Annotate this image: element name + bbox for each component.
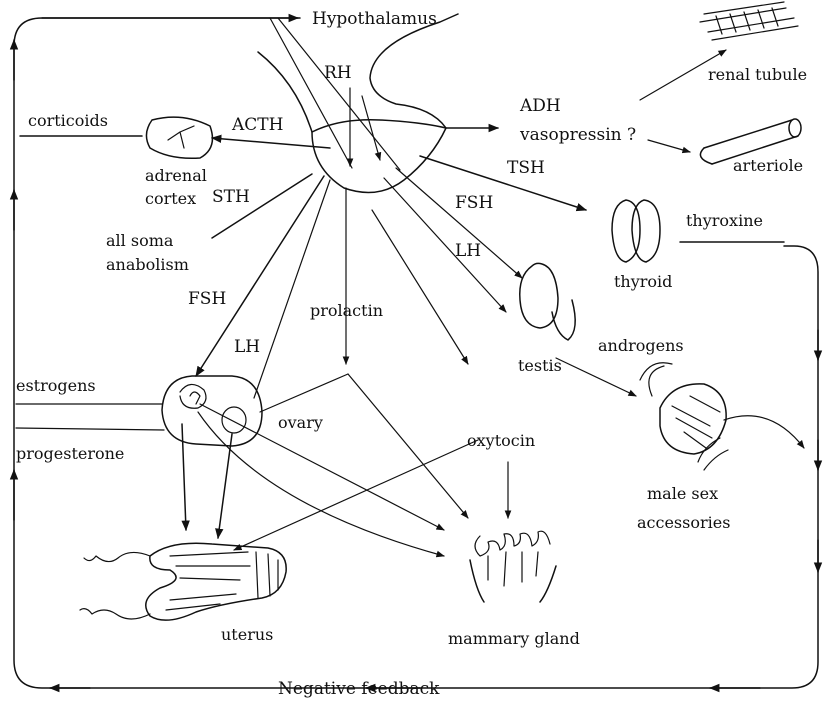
fsh-upper-label: FSH bbox=[455, 193, 493, 213]
mammary-drawing bbox=[470, 531, 556, 602]
thyroid-label: thyroid bbox=[614, 272, 672, 291]
adrenal-drawing bbox=[146, 117, 212, 158]
tsh-arrow bbox=[420, 156, 586, 210]
sth-label: STH bbox=[212, 187, 250, 207]
testis-label: testis bbox=[518, 356, 562, 375]
testis-drawing bbox=[520, 263, 575, 340]
lh-upper-label: LH bbox=[455, 241, 481, 261]
vasopressin-label: vasopressin ? bbox=[519, 125, 636, 145]
rh-arrow-2 bbox=[362, 96, 380, 160]
estrogens-label: estrogens bbox=[16, 376, 96, 395]
oxytocin-uterus-arrow bbox=[234, 440, 478, 550]
feedback-loop bbox=[14, 18, 818, 688]
male-sex-arrow bbox=[724, 416, 804, 448]
thyroxine-label: thyroxine bbox=[686, 211, 763, 230]
negative-feedback-label: Negative feedback bbox=[278, 679, 440, 699]
male-sex-label-2: accessories bbox=[637, 513, 730, 532]
mammary-gland-label: mammary gland bbox=[448, 629, 580, 648]
oxytocin-arrow bbox=[372, 210, 468, 364]
thyroid-drawing bbox=[612, 200, 660, 262]
lh-lower-label: LH bbox=[234, 337, 260, 357]
androgens-arrow bbox=[556, 358, 636, 396]
ovary-label: ovary bbox=[278, 413, 323, 432]
arteriole-arrow bbox=[648, 140, 690, 152]
progesterone-label: progesterone bbox=[16, 444, 124, 463]
ovary-uterus-arrow-1 bbox=[182, 424, 186, 530]
ovary-drawing bbox=[162, 376, 262, 446]
lh-ovary-line bbox=[254, 180, 330, 398]
all-soma-label-1: all soma bbox=[106, 231, 174, 250]
renal-tubule-label: renal tubule bbox=[708, 65, 807, 84]
prolactin-label: prolactin bbox=[310, 301, 383, 320]
adrenal-cortex-label-1: adrenal bbox=[145, 166, 207, 185]
progesterone-line bbox=[16, 428, 164, 430]
androgens-label: androgens bbox=[598, 336, 684, 355]
fsh-testis-arrow bbox=[396, 168, 522, 278]
corticoids-label: corticoids bbox=[28, 111, 108, 130]
hypothalamus-label: Hypothalamus bbox=[312, 9, 437, 29]
tsh-label: TSH bbox=[507, 158, 545, 178]
rh-label: RH bbox=[324, 63, 352, 83]
hypo-ray-2 bbox=[278, 18, 400, 170]
fsh-lower-label: FSH bbox=[188, 289, 226, 309]
acth-label: ACTH bbox=[231, 115, 283, 135]
adrenal-cortex-label-2: cortex bbox=[145, 189, 196, 208]
prolactin-mammary-arrow bbox=[348, 374, 468, 518]
male-sex-label-1: male sex bbox=[647, 484, 718, 503]
male-sex-drawing bbox=[640, 363, 728, 470]
adh-label: ADH bbox=[519, 96, 561, 116]
oxytocin-label: oxytocin bbox=[467, 431, 535, 450]
uterus-label: uterus bbox=[221, 625, 273, 644]
all-soma-label-2: anabolism bbox=[106, 255, 189, 274]
uterus-drawing bbox=[80, 543, 286, 620]
hypo-ray-1 bbox=[270, 18, 352, 168]
pituitary-gland bbox=[258, 14, 458, 193]
prolactin-line-1 bbox=[260, 374, 348, 412]
arteriole-label: arteriole bbox=[733, 156, 803, 175]
renal-tubule-drawing bbox=[700, 2, 798, 40]
ovary-mammary-arrow-2 bbox=[198, 412, 444, 556]
